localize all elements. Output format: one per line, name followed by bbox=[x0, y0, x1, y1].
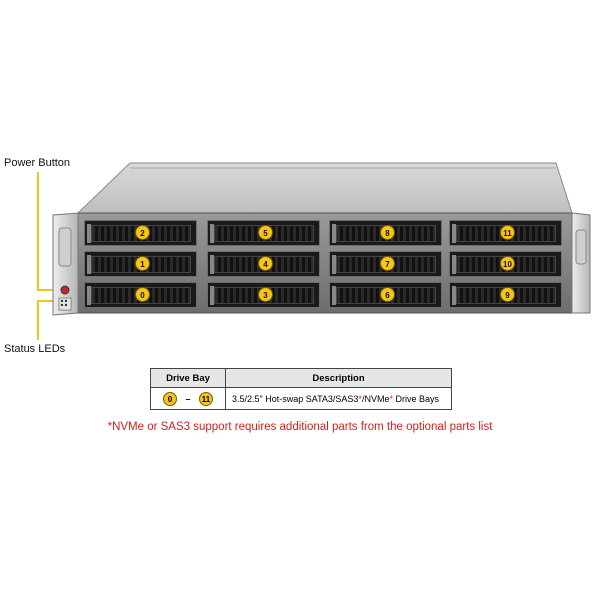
drive-bay-number-badge: 0 bbox=[135, 287, 150, 302]
drive-bay-number-badge: 2 bbox=[135, 225, 150, 240]
drive-tray-latch[interactable] bbox=[210, 224, 214, 243]
power-button-label: Power Button bbox=[4, 157, 71, 169]
drive-bay-number-badge: 5 bbox=[258, 225, 273, 240]
drive-bay[interactable]: 11 bbox=[449, 220, 562, 246]
desc-suffix: Drive Bays bbox=[392, 393, 439, 404]
drive-bay-number-badge: 10 bbox=[500, 256, 515, 271]
drive-bay[interactable]: 4 bbox=[207, 251, 320, 277]
drive-bay-number-badge: 3 bbox=[258, 287, 273, 302]
desc-prefix: 3.5/2.5" Hot-swap SATA3/SAS3 bbox=[232, 393, 359, 404]
optional-parts-footnote: *NVMe or SAS3 support requires additiona… bbox=[107, 421, 493, 433]
table-header-drive-bay: Drive Bay bbox=[150, 368, 226, 388]
drive-bay-number-badge: 1 bbox=[135, 256, 150, 271]
drive-bay-number-badge: 9 bbox=[500, 287, 515, 302]
drive-tray-latch[interactable] bbox=[452, 255, 456, 274]
drive-tray-latch[interactable] bbox=[210, 286, 214, 305]
desc-asterisk-nvme: * bbox=[389, 393, 393, 404]
drive-bay-number-badge: 7 bbox=[380, 256, 395, 271]
drive-tray-latch[interactable] bbox=[332, 224, 336, 243]
status-leds-label: Status LEDs bbox=[4, 343, 66, 355]
bay-range-separator: – bbox=[185, 393, 191, 404]
drive-bay-table: Drive Bay Description 0 – 11 3.5/2.5" Ho… bbox=[150, 368, 452, 410]
power-button-callout-pointer bbox=[37, 289, 57, 291]
drive-bay-number-badge: 11 bbox=[500, 225, 515, 240]
table-header-description: Description bbox=[225, 368, 452, 388]
power-button-icon bbox=[60, 285, 70, 295]
drive-tray-latch[interactable] bbox=[210, 255, 214, 274]
drive-bay-number-badge: 6 bbox=[380, 287, 395, 302]
drive-tray-latch[interactable] bbox=[452, 224, 456, 243]
drive-tray-latch[interactable] bbox=[332, 255, 336, 274]
drive-tray-latch[interactable] bbox=[87, 286, 91, 305]
drive-tray-latch[interactable] bbox=[87, 224, 91, 243]
drive-bay-number-badge: 8 bbox=[380, 225, 395, 240]
drive-bay[interactable]: 8 bbox=[329, 220, 442, 246]
drive-bay[interactable]: 1 bbox=[84, 251, 197, 277]
drive-bay-description: 3.5/2.5" Hot-swap SATA3/SAS3*/NVMe* Driv… bbox=[225, 387, 452, 410]
table-row: 0 – 11 3.5/2.5" Hot-swap SATA3/SAS3*/NVM… bbox=[150, 387, 452, 410]
status-leds-callout-line bbox=[37, 300, 39, 340]
desc-nvme: /NVMe bbox=[361, 393, 390, 404]
drive-bay[interactable]: 0 bbox=[84, 282, 197, 308]
status-leds-callout-pointer bbox=[37, 300, 57, 302]
bay-range-end: 11 bbox=[199, 391, 214, 406]
drive-bay[interactable]: 2 bbox=[84, 220, 197, 246]
drive-bay[interactable]: 7 bbox=[329, 251, 442, 277]
drive-bay[interactable]: 9 bbox=[449, 282, 562, 308]
power-button-callout-line bbox=[37, 172, 39, 290]
drive-bay-range: 0 – 11 bbox=[150, 387, 226, 410]
drive-bay[interactable]: 5 bbox=[207, 220, 320, 246]
drive-bay[interactable]: 6 bbox=[329, 282, 442, 308]
drive-tray-latch[interactable] bbox=[87, 255, 91, 274]
drive-bay[interactable]: 3 bbox=[207, 282, 320, 308]
bay-range-start: 0 bbox=[162, 391, 177, 406]
desc-asterisk-sas3: * bbox=[358, 393, 362, 404]
drive-tray-latch[interactable] bbox=[452, 286, 456, 305]
drive-tray-latch[interactable] bbox=[332, 286, 336, 305]
drive-bay[interactable]: 10 bbox=[449, 251, 562, 277]
drive-bay-number-badge: 4 bbox=[258, 256, 273, 271]
